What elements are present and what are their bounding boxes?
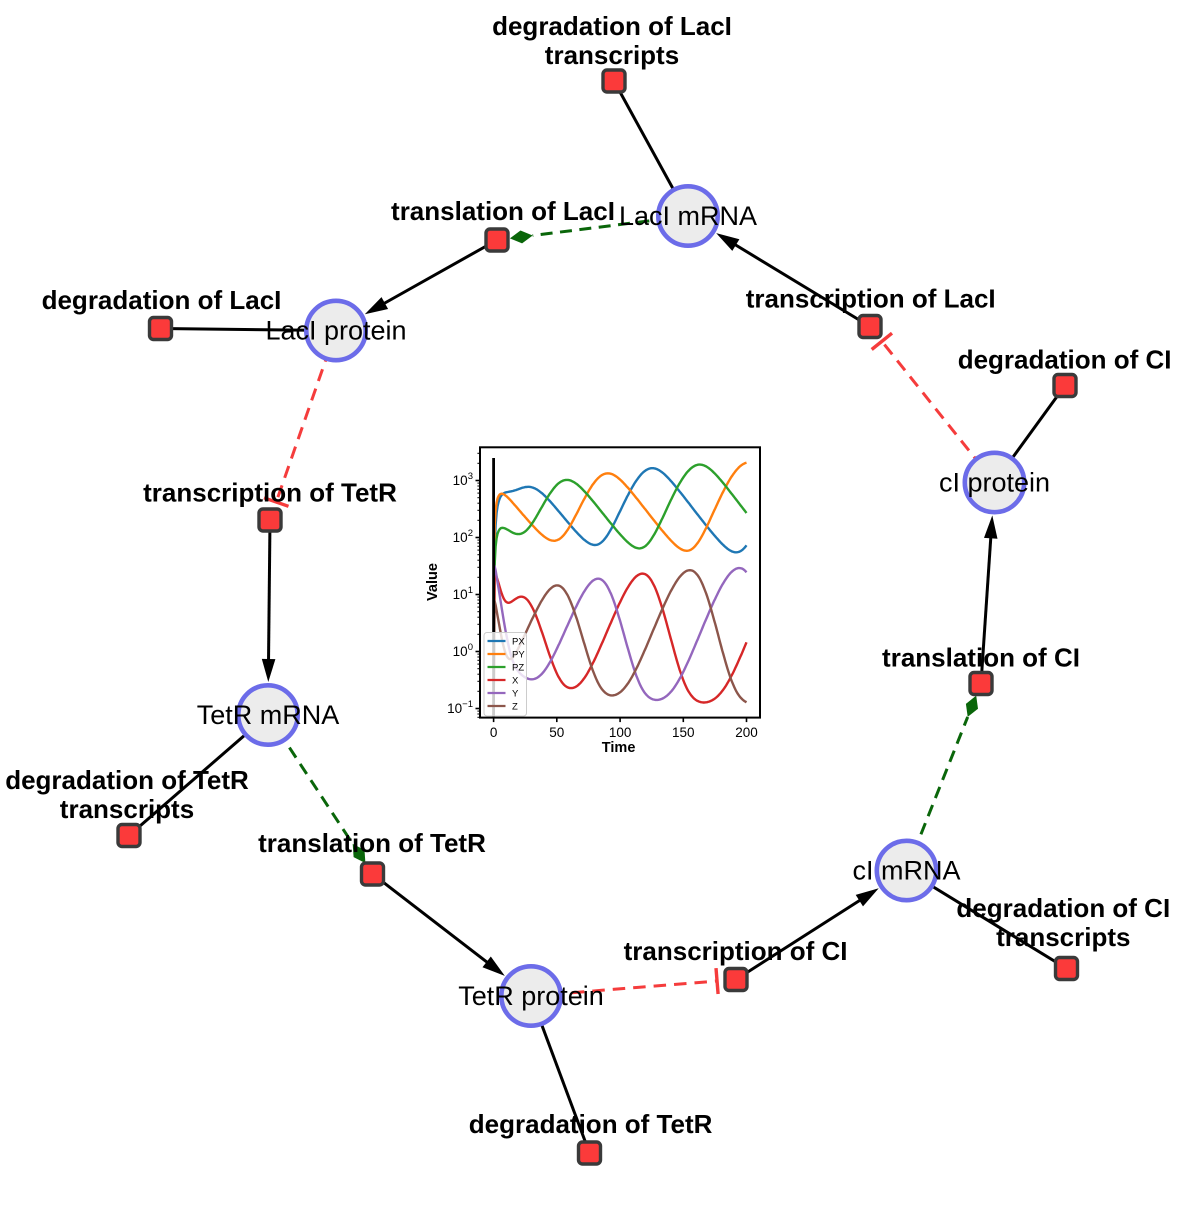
svg-text:50: 50 xyxy=(549,725,564,740)
svg-text:translation of CI: translation of CI xyxy=(882,643,1080,673)
svg-text:degradation of LacI: degradation of LacI xyxy=(42,285,282,315)
svg-text:LacI protein: LacI protein xyxy=(265,316,406,346)
svg-text:150: 150 xyxy=(672,725,695,740)
svg-text:transcription of LacI: transcription of LacI xyxy=(746,284,996,314)
svg-text:TetR mRNA: TetR mRNA xyxy=(197,700,340,730)
svg-text:0: 0 xyxy=(490,725,498,740)
svg-text:PX: PX xyxy=(512,637,525,648)
svg-text:Z: Z xyxy=(512,702,518,713)
svg-text:X: X xyxy=(512,676,519,687)
svg-text:translation of LacI: translation of LacI xyxy=(391,196,615,226)
svg-text:transcription of CI: transcription of CI xyxy=(624,936,848,966)
svg-text:Y: Y xyxy=(512,689,519,700)
svg-text:transcripts: transcripts xyxy=(996,922,1130,952)
svg-text:LacI mRNA: LacI mRNA xyxy=(619,201,757,231)
svg-text:translation of TetR: translation of TetR xyxy=(258,828,486,858)
svg-text:transcripts: transcripts xyxy=(545,40,679,70)
svg-text:cI mRNA: cI mRNA xyxy=(853,856,961,886)
svg-text:PZ: PZ xyxy=(512,663,524,674)
svg-text:degradation of TetR: degradation of TetR xyxy=(5,765,249,795)
svg-text:degradation of CI: degradation of CI xyxy=(956,893,1170,923)
svg-text:Value: Value xyxy=(425,563,441,601)
svg-text:200: 200 xyxy=(735,725,758,740)
svg-text:degradation of LacI: degradation of LacI xyxy=(492,11,732,41)
svg-text:transcription of TetR: transcription of TetR xyxy=(143,478,397,508)
svg-text:cI protein: cI protein xyxy=(939,468,1050,498)
svg-text:Time: Time xyxy=(602,740,636,756)
svg-text:degradation of TetR: degradation of TetR xyxy=(469,1109,713,1139)
svg-text:degradation of CI: degradation of CI xyxy=(958,345,1172,375)
svg-text:transcripts: transcripts xyxy=(60,794,194,824)
svg-text:PY: PY xyxy=(512,650,525,661)
svg-text:TetR protein: TetR protein xyxy=(458,981,604,1011)
svg-text:100: 100 xyxy=(609,725,632,740)
